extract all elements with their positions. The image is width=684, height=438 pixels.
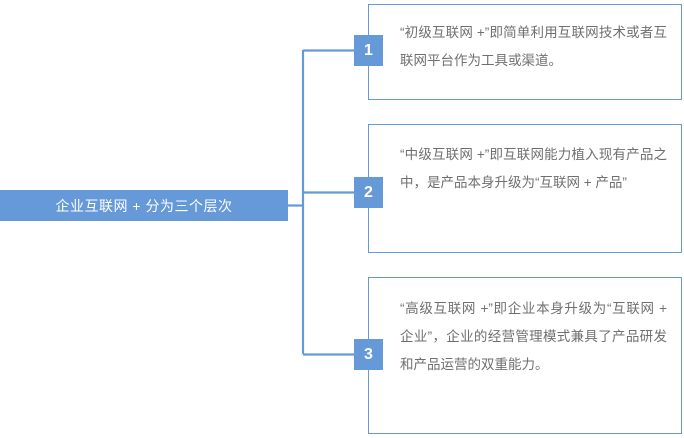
branch-badge-3: 3 xyxy=(354,339,383,370)
branch-badge-2-number: 2 xyxy=(364,183,373,201)
branch-badge-1: 1 xyxy=(354,35,383,66)
branch-box-1[interactable]: “初级互联网 +”即简单利用互联网技术或者互联网平台作为工具或渠道。 xyxy=(368,4,682,100)
root-node-label: 企业互联网 + 分为三个层次 xyxy=(55,197,233,214)
branch-badge-3-number: 3 xyxy=(364,345,373,363)
root-node[interactable]: 企业互联网 + 分为三个层次 xyxy=(0,190,288,221)
branch-box-3[interactable]: “高级互联网 +”即企业本身升级为“互联网 + 企业”，企业的经营管理模式兼具了… xyxy=(368,277,682,434)
branch-badge-2: 2 xyxy=(354,177,383,208)
branch-badge-1-number: 1 xyxy=(364,41,373,59)
branch-text-2: “中级互联网 +”即互联网能力植入现有产品之中，是产品本身升级为“互联网 + 产… xyxy=(400,147,667,190)
branch-text-1: “初级互联网 +”即简单利用互联网技术或者互联网平台作为工具或渠道。 xyxy=(400,25,667,68)
branch-text-3: “高级互联网 +”即企业本身升级为“互联网 + 企业”，企业的经营管理模式兼具了… xyxy=(400,301,667,372)
branch-box-2[interactable]: “中级互联网 +”即互联网能力植入现有产品之中，是产品本身升级为“互联网 + 产… xyxy=(368,124,682,253)
